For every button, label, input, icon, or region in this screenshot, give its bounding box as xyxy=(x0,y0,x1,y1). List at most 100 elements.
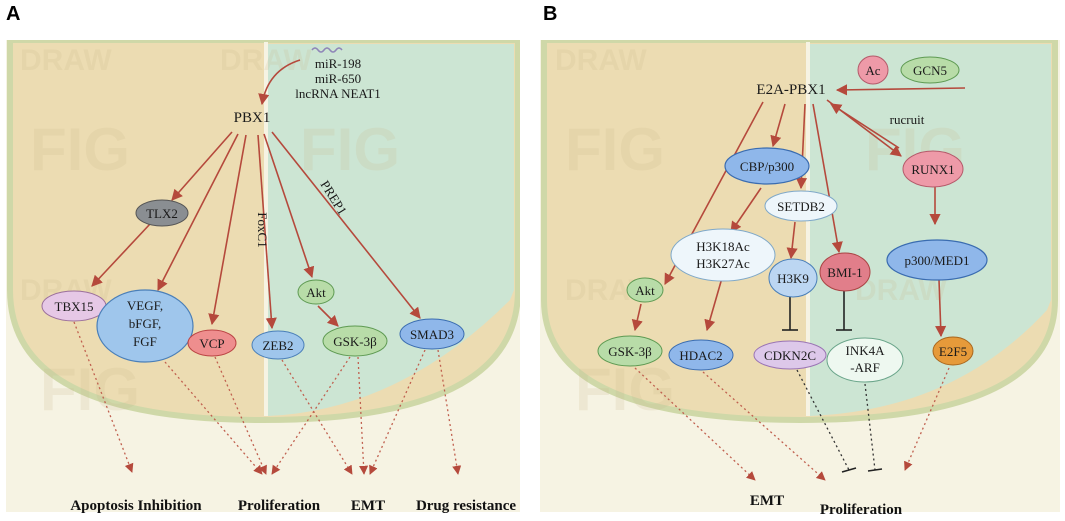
runx1-node xyxy=(902,150,964,188)
h3k9-node xyxy=(768,258,818,298)
zeb2-label: ZEB2 xyxy=(262,338,293,353)
mirna-squiggle-icon xyxy=(311,47,343,53)
watermark-text: FIG xyxy=(300,116,400,183)
gsk3b-label-a: GSK-3β xyxy=(333,334,377,349)
gsk3b-node-a xyxy=(322,325,388,357)
tlx2-node xyxy=(135,199,189,227)
inhibit-bar-ink4a xyxy=(867,468,883,472)
dotted-tbx15-apoptosis xyxy=(73,321,134,473)
arrow-h3k-hdac2 xyxy=(704,277,723,332)
arrow-akt-gsk3b xyxy=(317,305,339,327)
mirna-to-pbx1-arrow xyxy=(258,59,301,106)
arrow-e2a-bmi1 xyxy=(812,103,843,254)
vegf-label: VEGF, xyxy=(127,298,163,313)
arrow-p300med1-e2f5 xyxy=(935,279,947,338)
arrow-pbx1-tlx2 xyxy=(171,131,233,201)
watermark-text: DRAW xyxy=(20,44,112,77)
akt-node-b xyxy=(626,277,664,303)
lncrna-label: lncRNA NEAT1 xyxy=(295,86,381,101)
panel-a-figure: A DRAW DRAW FIG FIG DRAW FIG miR-198 miR… xyxy=(6,3,520,514)
dotted-smad3-drug xyxy=(437,349,462,475)
smad3-node xyxy=(399,318,465,350)
arrow-e2a-cbp xyxy=(770,103,786,148)
panel-a: A DRAW DRAW FIG FIG DRAW FIG miR-198 miR… xyxy=(0,0,530,521)
arf-label: -ARF xyxy=(850,360,880,375)
mirna-label-198: miR-198 xyxy=(315,56,361,71)
smad3-label: SMAD3 xyxy=(410,327,454,342)
watermark-text: FIG xyxy=(30,116,130,183)
vegf-node xyxy=(96,289,194,363)
fgf-label: FGF xyxy=(133,334,157,349)
foxc1-label: FoxC1 xyxy=(255,212,270,247)
panel-a-label: A xyxy=(6,3,20,25)
dotted-zeb2-emt xyxy=(281,359,353,475)
runx1-label: RUNX1 xyxy=(911,162,954,177)
bmi1-label: BMI-1 xyxy=(827,265,862,280)
h3k-acetyl-node xyxy=(670,228,776,282)
arrow-setdb2-h3k9 xyxy=(786,221,798,260)
ac-node xyxy=(857,55,889,85)
panel-b: B DRAW FIG FIG DRAW DRAW FIG Ac GCN5 E2A… xyxy=(535,0,1065,521)
arrow-gcn5-e2a xyxy=(835,84,966,96)
dotted-gsk3b-emt xyxy=(634,367,756,481)
vcp-node xyxy=(187,329,237,357)
arrow-pbx1-smad3 xyxy=(271,131,421,319)
vcp-label: VCP xyxy=(199,336,224,351)
p300-med1-node xyxy=(886,239,988,281)
cbp-p300-label: CBP/p300 xyxy=(740,159,794,174)
arrow-runx1-e2a xyxy=(830,103,900,149)
cdkn2c-node xyxy=(753,340,827,370)
tbx15-label: TBX15 xyxy=(55,299,94,314)
outcome-emt-a: EMT xyxy=(351,498,385,514)
outcome-drug-resistance: Drug resistance xyxy=(416,498,516,514)
dotted-vcp-proliferation xyxy=(214,356,267,475)
watermark-text: FIG xyxy=(565,116,665,183)
dotted-gsk3b-proliferation xyxy=(271,356,351,475)
pbx1-hub: PBX1 xyxy=(234,110,271,126)
ac-label: Ac xyxy=(865,63,880,78)
p300-med1-label: p300/MED1 xyxy=(905,253,970,268)
ink4a-arf-node xyxy=(826,337,904,383)
ink4a-label: INK4A xyxy=(846,343,886,358)
outcome-proliferation-b: Proliferation xyxy=(820,502,903,518)
dotted-e2f5-proliferation xyxy=(904,367,950,471)
setdb2-label: SETDB2 xyxy=(777,199,825,214)
akt-node-a xyxy=(297,279,335,305)
watermark-text: DRAW xyxy=(555,44,647,77)
h3k18ac-label: H3K18Ac xyxy=(696,239,750,254)
h3k9-label: H3K9 xyxy=(777,271,809,286)
arrow-pbx1-zeb2 xyxy=(257,134,277,330)
gcn5-label: GCN5 xyxy=(913,63,947,78)
panel-b-figure: B DRAW FIG FIG DRAW DRAW FIG Ac GCN5 E2A… xyxy=(540,3,1060,518)
gsk3b-label-b: GSK-3β xyxy=(608,344,652,359)
gsk3b-node-b xyxy=(597,335,663,367)
akt-label-a: Akt xyxy=(306,285,326,300)
nucleus-b xyxy=(810,44,1051,416)
arrow-cbp-h3k xyxy=(730,187,762,233)
bmi1-node xyxy=(819,252,871,292)
outcome-emt-b: EMT xyxy=(750,493,784,509)
e2a-pbx1-hub: E2A-PBX1 xyxy=(756,82,825,98)
dotted-hdac2-proliferation xyxy=(702,371,826,481)
arrow-akt-gsk3b xyxy=(631,303,643,332)
dotted-cdkn2c-proliferation xyxy=(796,369,850,471)
recruit-label: rucruit xyxy=(890,112,925,127)
arrow-pbx1-vcp xyxy=(208,134,247,326)
inhibit-bar-cdkn2c xyxy=(841,467,857,473)
arrow-pbx1-vegf xyxy=(157,133,239,291)
zeb2-node xyxy=(251,330,305,360)
h3k27ac-label: H3K27Ac xyxy=(696,256,750,271)
setdb2-node xyxy=(764,190,838,222)
watermark-text: FIG xyxy=(40,356,140,423)
gcn5-node xyxy=(900,56,960,84)
e2f5-node xyxy=(932,336,974,366)
tlx2-label: TLX2 xyxy=(146,206,178,221)
outcome-proliferation-a: Proliferation xyxy=(238,498,321,514)
outcome-apoptosis-inhibition: Apoptosis Inhibition xyxy=(70,498,202,514)
hdac2-label: HDAC2 xyxy=(679,348,722,363)
cdkn2c-label: CDKN2C xyxy=(764,348,816,363)
akt-label-b: Akt xyxy=(635,283,655,298)
mirna-label-650: miR-650 xyxy=(315,71,361,86)
cbp-p300-node xyxy=(724,147,810,185)
arrow-pbx1-akt xyxy=(263,133,315,279)
